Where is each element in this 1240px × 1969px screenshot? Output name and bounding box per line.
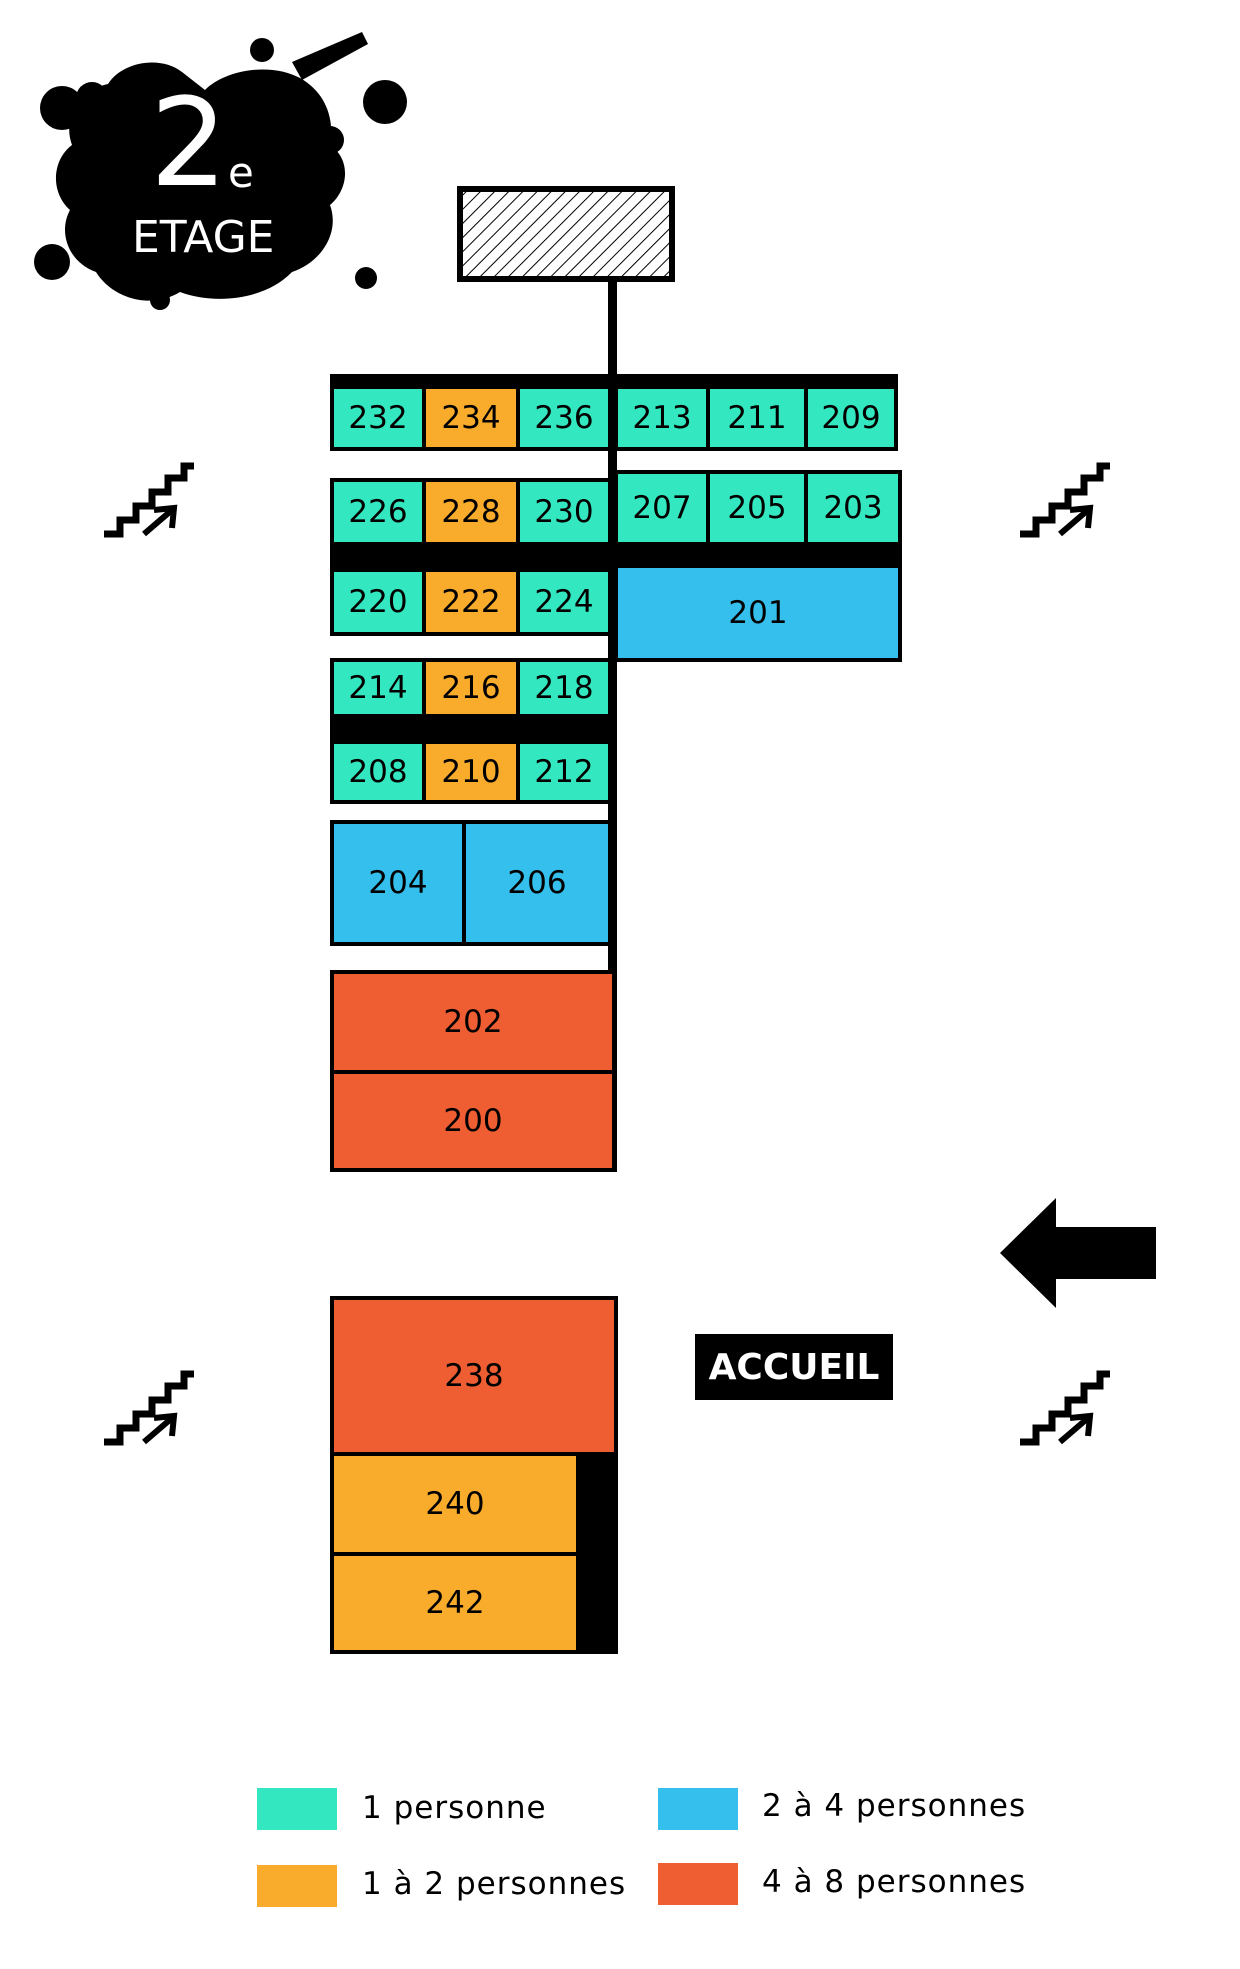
corridor-bar	[576, 1452, 618, 1654]
room-230[interactable]: 230	[516, 478, 612, 546]
room-226[interactable]: 226	[330, 478, 426, 546]
room-234[interactable]: 234	[422, 385, 520, 451]
legend-swatch-4-8-personnes	[658, 1863, 738, 1905]
floor-suffix: e	[228, 148, 254, 197]
room-204[interactable]: 204	[330, 820, 466, 946]
room-200[interactable]: 200	[330, 1070, 616, 1172]
room-202[interactable]: 202	[330, 970, 616, 1074]
ink-splat-icon	[34, 32, 407, 310]
room-205[interactable]: 205	[706, 470, 808, 546]
corridor-bar	[330, 374, 898, 386]
entrance-arrow-icon	[1000, 1198, 1156, 1308]
legend-label: 1 à 2 personnes	[362, 1866, 627, 1902]
stairs-icon	[104, 462, 194, 538]
legend-label: 4 à 8 personnes	[762, 1864, 1027, 1900]
room-210[interactable]: 210	[422, 740, 520, 804]
room-211[interactable]: 211	[706, 385, 808, 451]
legend-swatch-1-2-personnes	[257, 1865, 337, 1907]
room-218[interactable]: 218	[516, 658, 612, 718]
room-213[interactable]: 213	[614, 385, 710, 451]
room-236[interactable]: 236	[516, 385, 612, 451]
stairs-icon	[1020, 1370, 1110, 1446]
room-207[interactable]: 207	[614, 470, 710, 546]
room-212[interactable]: 212	[516, 740, 612, 804]
room-232[interactable]: 232	[330, 385, 426, 451]
stairs-icon	[104, 1370, 194, 1446]
room-208[interactable]: 208	[330, 740, 426, 804]
floor-number: 2	[150, 72, 228, 214]
room-224[interactable]: 224	[516, 568, 612, 636]
room-209[interactable]: 209	[804, 385, 898, 451]
legend-label: 2 à 4 personnes	[762, 1788, 1027, 1824]
room-214[interactable]: 214	[330, 658, 426, 718]
room-201[interactable]: 201	[614, 564, 902, 662]
room-222[interactable]: 222	[422, 568, 520, 636]
corridor-bar	[330, 715, 617, 743]
reception-label: ACCUEIL	[695, 1334, 893, 1400]
legend-swatch-2-4-personnes	[658, 1788, 738, 1830]
room-242[interactable]: 242	[330, 1552, 580, 1654]
room-206[interactable]: 206	[462, 820, 612, 946]
room-238[interactable]: 238	[330, 1296, 618, 1456]
floor-label: ETAGE	[132, 212, 275, 263]
hatched-block-icon	[457, 186, 675, 282]
room-220[interactable]: 220	[330, 568, 426, 636]
stairs-icon	[1020, 462, 1110, 538]
room-240[interactable]: 240	[330, 1452, 580, 1556]
legend-swatch-1-personne	[257, 1788, 337, 1830]
room-216[interactable]: 216	[422, 658, 520, 718]
room-228[interactable]: 228	[422, 478, 520, 546]
legend-label: 1 personne	[362, 1790, 547, 1826]
room-203[interactable]: 203	[804, 470, 902, 546]
